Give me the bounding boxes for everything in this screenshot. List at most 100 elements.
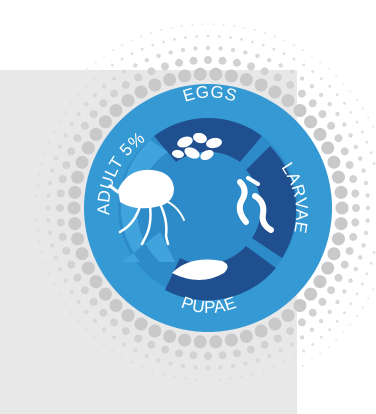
halo-dot: [335, 111, 340, 117]
halo-dot: [293, 299, 307, 312]
halo-dot: [251, 40, 254, 44]
halo-dot: [230, 47, 236, 53]
halo-dot: [134, 317, 148, 331]
halo-dot: [85, 328, 88, 331]
halo-dot: [352, 204, 360, 212]
halo-dot: [297, 318, 306, 327]
halo-dot: [195, 35, 199, 38]
halo-dot: [253, 385, 256, 387]
halo-dot: [58, 144, 63, 149]
halo-dot: [363, 230, 369, 236]
halo-dot: [189, 56, 198, 65]
halo-dot: [334, 273, 343, 282]
halo-dot: [134, 73, 143, 82]
halo-dot: [273, 35, 276, 38]
halo-dot: [355, 120, 359, 124]
halo-dot: [101, 70, 105, 73]
halo-dot: [140, 47, 144, 51]
halo-dot: [178, 69, 192, 83]
halo-dot: [71, 82, 74, 85]
halo-dot: [62, 247, 71, 255]
halo-dot: [30, 155, 33, 158]
halo-dot: [309, 327, 315, 332]
halo-dot: [348, 278, 353, 283]
halo-dot: [218, 56, 227, 65]
halo-dot: [302, 49, 304, 52]
halo-dot: [282, 52, 286, 56]
halo-dot: [109, 104, 123, 117]
halo-dot: [289, 342, 294, 347]
halo-dot: [328, 85, 331, 88]
halo-dot: [53, 156, 58, 161]
halo-dot: [243, 387, 246, 390]
halo-dot: [121, 44, 124, 47]
halo-dot: [372, 251, 376, 254]
halo-dot: [345, 161, 354, 169]
halo-dot: [144, 58, 149, 63]
halo-dot: [239, 73, 253, 87]
halo-dot: [67, 147, 76, 156]
halo-dot: [43, 261, 47, 265]
halo-dot: [331, 170, 345, 184]
halo-dot: [58, 175, 67, 184]
halo-dot: [297, 89, 306, 98]
halo-dot: [335, 75, 338, 77]
halo-dot: [73, 134, 82, 143]
halo-dot: [191, 23, 194, 26]
halo-dot: [204, 352, 212, 360]
halo-dot: [147, 67, 156, 76]
halo-dot: [243, 50, 248, 55]
halo-dot: [286, 80, 295, 89]
halo-dot: [163, 329, 177, 343]
halo-dot: [345, 247, 354, 255]
halo-dot: [302, 63, 305, 67]
halo-dot: [40, 162, 44, 165]
halo-dot: [281, 94, 295, 107]
halo-dot: [349, 175, 358, 184]
halo-dot: [327, 346, 330, 349]
halo-dot: [78, 339, 81, 341]
halo-dot: [222, 390, 225, 393]
halo-dot: [206, 378, 210, 382]
halo-dot: [254, 324, 268, 338]
halo-dot: [263, 382, 266, 384]
halo-dot: [23, 217, 26, 220]
halo-dot: [41, 288, 44, 291]
halo-dot: [361, 243, 366, 248]
halo-dot: [89, 127, 103, 141]
halo-dot: [311, 343, 315, 346]
halo-dot: [217, 35, 221, 38]
halo-dot: [27, 165, 30, 168]
halo-dot: [272, 47, 276, 51]
halo-dot: [111, 335, 117, 340]
halo-dot: [261, 369, 265, 373]
halo-dot: [140, 365, 144, 369]
halo-dot: [101, 84, 107, 89]
halo-dot: [372, 162, 376, 165]
halo-dot: [335, 339, 338, 341]
halo-dot: [140, 378, 143, 381]
halo-dot: [206, 34, 210, 38]
halo-dot: [302, 364, 304, 367]
halo-dot: [89, 110, 98, 119]
halo-dot: [130, 52, 134, 56]
halo-dot: [30, 258, 33, 261]
halo-dot: [180, 24, 183, 27]
halo-dot: [47, 140, 51, 144]
halo-dot: [25, 175, 28, 178]
halo-dot: [78, 75, 81, 77]
halo-dot: [67, 201, 81, 215]
halo-dot: [360, 130, 364, 134]
halo-dot: [76, 111, 81, 117]
halo-dot: [92, 318, 98, 324]
halo-dot: [229, 36, 232, 39]
halo-dot: [263, 32, 266, 34]
halo-dot: [162, 372, 165, 376]
segment-larvae: [246, 146, 297, 258]
halo-dot: [334, 217, 348, 231]
halo-dot: [335, 299, 340, 305]
halo-dot: [335, 320, 339, 323]
halo-dot: [43, 151, 47, 155]
